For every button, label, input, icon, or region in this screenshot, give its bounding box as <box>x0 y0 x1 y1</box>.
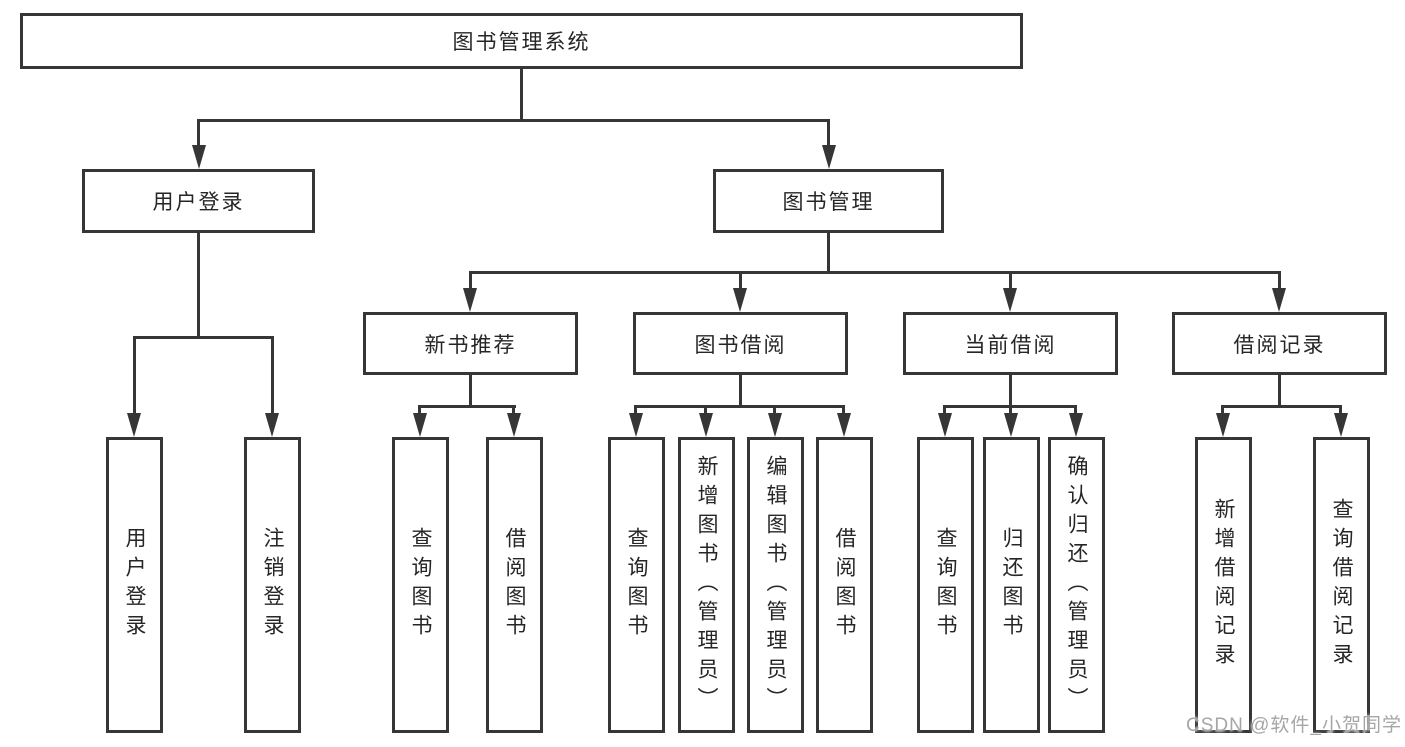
connector-leaf-line <box>634 405 637 415</box>
arrowhead-to-current-borrow <box>1003 288 1017 312</box>
leaf-query-borrow-record-label: 查询借阅记录 <box>1330 498 1353 672</box>
leaf-query-borrow-record: 查询借阅记录 <box>1313 437 1370 733</box>
arrowhead-to-book-borrow <box>733 288 747 312</box>
connector-leaf-line <box>704 405 707 415</box>
arrowhead-to-new-book <box>463 288 477 312</box>
connector-to-book-borrow <box>739 271 742 291</box>
leaf-add-book-admin: 新增图书（管理员） <box>678 437 735 733</box>
node-user-login: 用户登录 <box>82 169 315 233</box>
connector-level2-bar <box>197 119 830 122</box>
leaf-borrow-books-borrow-label: 借阅图书 <box>833 527 856 643</box>
leaf-query-books-current-label: 查询图书 <box>934 527 957 643</box>
leaf-query-books-borrow: 查询图书 <box>608 437 665 733</box>
connector-borrow-records-bar <box>1222 405 1342 408</box>
leaf-query-books-recommend: 查询图书 <box>392 437 449 733</box>
connector-to-user-login <box>197 119 200 149</box>
leaf-confirm-return-admin-label: 确认归还（管理员） <box>1065 454 1088 716</box>
node-new-book-recommend: 新书推荐 <box>363 312 578 375</box>
node-borrow-records: 借阅记录 <box>1172 312 1387 375</box>
arrowhead-to-book-management <box>822 145 836 169</box>
arrowhead-leaf <box>1334 413 1348 437</box>
arrowhead-leaf <box>507 413 521 437</box>
leaf-edit-book-admin-label: 编辑图书（管理员） <box>764 454 787 716</box>
connector-leaf-line <box>1009 405 1012 415</box>
leaf-add-book-admin-label: 新增图书（管理员） <box>695 454 718 716</box>
connector-to-leaf-user-login <box>133 336 136 416</box>
connector-borrow-records-stem <box>1278 375 1281 408</box>
node-book-borrow: 图书借阅 <box>633 312 848 375</box>
leaf-query-books-borrow-label: 查询图书 <box>625 527 648 643</box>
arrowhead-leaf <box>699 413 713 437</box>
node-user-login-label: 用户登录 <box>152 191 245 214</box>
arrowhead-leaf <box>938 413 952 437</box>
connector-level3-bar <box>469 271 1281 274</box>
connector-new-book-stem <box>469 375 472 408</box>
arrowhead-to-leaf-logout <box>265 413 279 437</box>
node-current-borrow-label: 当前借阅 <box>964 333 1057 357</box>
connector-leaf-line <box>418 405 421 415</box>
connector-to-borrow-records <box>1278 271 1281 291</box>
connector-leaf-line <box>943 405 946 415</box>
node-root: 图书管理系统 <box>20 13 1023 69</box>
leaf-add-borrow-record: 新增借阅记录 <box>1195 437 1252 733</box>
connector-leaf-line <box>842 405 845 415</box>
arrowhead-leaf <box>413 413 427 437</box>
leaf-query-books-recommend-label: 查询图书 <box>409 527 432 643</box>
leaf-return-book: 归还图书 <box>983 437 1040 733</box>
connector-to-book-management <box>827 119 830 149</box>
connector-leaf-line <box>512 405 515 415</box>
leaf-confirm-return-admin: 确认归还（管理员） <box>1048 437 1105 733</box>
arrowhead-leaf <box>629 413 643 437</box>
connector-leaf-line <box>773 405 776 415</box>
leaf-add-borrow-record-label: 新增借阅记录 <box>1212 498 1235 672</box>
node-book-management-label: 图书管理 <box>782 191 875 214</box>
node-current-borrow: 当前借阅 <box>903 312 1118 375</box>
leaf-logout: 注销登录 <box>244 437 301 733</box>
connector-to-new-book <box>469 271 472 291</box>
connector-leaf-line <box>1339 405 1342 415</box>
leaf-borrow-books-recommend-label: 借阅图书 <box>503 527 526 643</box>
arrowhead-to-user-login <box>192 145 206 169</box>
connector-book-borrow-bar <box>635 405 845 408</box>
node-root-label: 图书管理系统 <box>452 31 591 54</box>
connector-leaf-line <box>1221 405 1224 415</box>
arrowhead-leaf <box>1216 413 1230 437</box>
connector-current-borrow-stem <box>1009 375 1012 408</box>
connector-to-leaf-logout <box>271 336 274 416</box>
connector-book-management-stem <box>827 233 830 274</box>
arrowhead-leaf <box>1069 413 1083 437</box>
leaf-return-book-label: 归还图书 <box>1000 527 1023 643</box>
leaf-borrow-books-borrow: 借阅图书 <box>816 437 873 733</box>
node-book-management: 图书管理 <box>713 169 944 233</box>
arrowhead-leaf <box>768 413 782 437</box>
connector-user-login-stem <box>197 233 200 339</box>
arrowhead-leaf <box>1004 413 1018 437</box>
node-book-borrow-label: 图书借阅 <box>694 333 787 357</box>
leaf-borrow-books-recommend: 借阅图书 <box>486 437 543 733</box>
leaf-query-books-current: 查询图书 <box>917 437 974 733</box>
connector-leaf-line <box>1074 405 1077 415</box>
leaf-user-login: 用户登录 <box>106 437 163 733</box>
connector-new-book-bar <box>419 405 516 408</box>
leaf-logout-label: 注销登录 <box>261 527 284 643</box>
node-borrow-records-label: 借阅记录 <box>1233 333 1326 357</box>
leaf-user-login-label: 用户登录 <box>123 527 146 643</box>
connector-to-current-borrow <box>1009 271 1012 291</box>
node-new-book-recommend-label: 新书推荐 <box>424 333 517 357</box>
connector-user-login-bar <box>133 336 274 339</box>
arrowhead-leaf <box>837 413 851 437</box>
connector-root-stem <box>520 69 523 122</box>
arrowhead-to-borrow-records <box>1272 288 1286 312</box>
arrowhead-to-leaf-user-login <box>127 413 141 437</box>
leaf-edit-book-admin: 编辑图书（管理员） <box>747 437 804 733</box>
connector-book-borrow-stem <box>739 375 742 408</box>
